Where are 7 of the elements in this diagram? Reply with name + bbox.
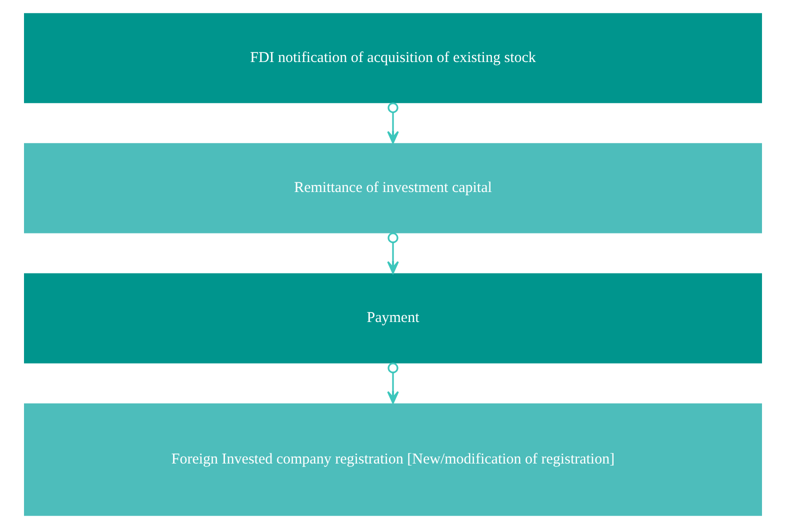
- node-box: Foreign Invested company registration [New/modification of registration]: [24, 403, 762, 516]
- node-box: Remittance of investment capital: [24, 143, 762, 234]
- arrow: [387, 362, 399, 404]
- arrow: [387, 232, 399, 274]
- arrow: [387, 102, 399, 144]
- node-box: FDI notification of acquisition of existing stock: [24, 13, 762, 104]
- node-box: Payment: [24, 273, 762, 364]
